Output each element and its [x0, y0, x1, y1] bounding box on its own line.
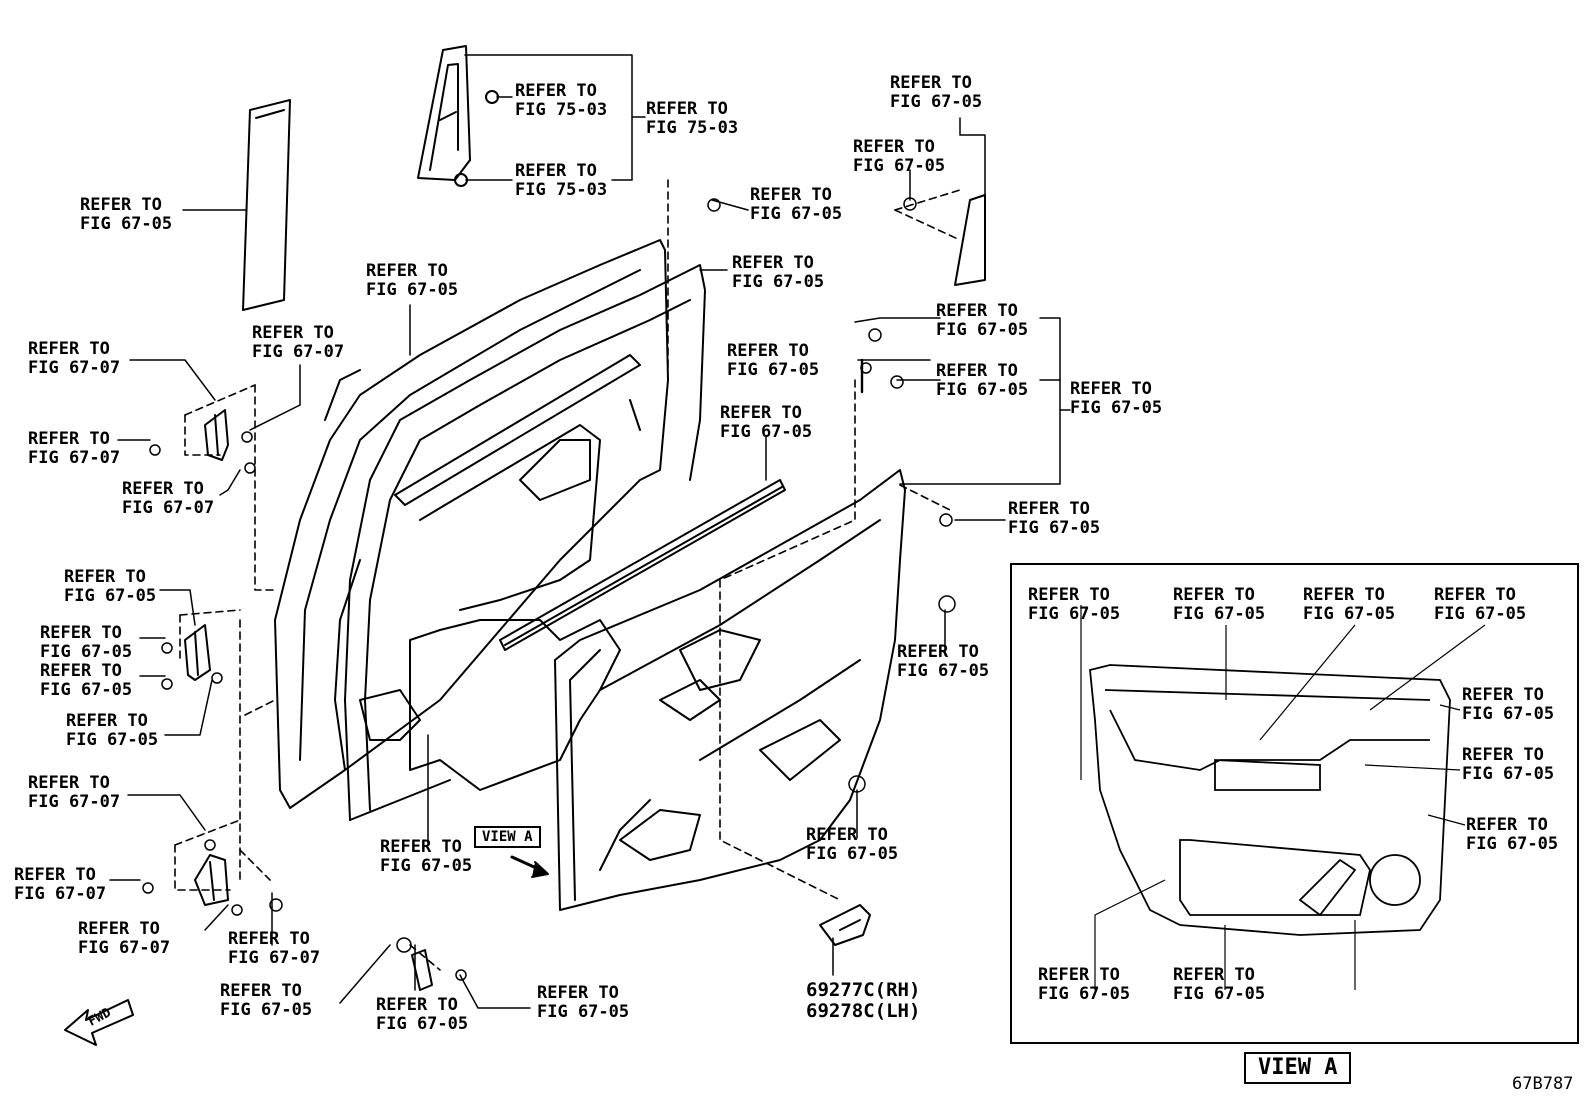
rear-corner-garnish: [954, 194, 986, 286]
belt-weatherstrip: [499, 479, 786, 651]
view-a-label-small: VIEW A: [474, 826, 541, 848]
window-run: [394, 354, 641, 506]
fwd-arrow-icon: [64, 999, 134, 1046]
pocket-bracket-69277C: [819, 904, 871, 946]
door-inner-frame: [344, 264, 706, 821]
garnish-clip-lower: [454, 173, 468, 187]
view-a-inset-frame: [1010, 563, 1579, 1044]
door-pocket: [619, 809, 701, 861]
garnish-clip-upper: [485, 90, 499, 104]
window-frame-garnish: [417, 45, 471, 181]
figure-code: 67B787: [1512, 1074, 1574, 1094]
door-trim-panel: [554, 469, 906, 911]
pillar-garnish-strip: [242, 99, 291, 311]
middle-hinge: [184, 624, 211, 681]
door-shell: [274, 239, 669, 809]
part-number-block: 69277C(RH) 69278C(LH): [806, 980, 920, 1022]
view-a-inset-art: [1080, 605, 1486, 990]
service-hole-cover: [409, 619, 621, 791]
lower-hinge: [194, 854, 229, 906]
upper-hinge: [204, 409, 229, 461]
part-number-lh: 69278C(LH): [806, 1000, 921, 1022]
switch-base: [659, 679, 721, 721]
inset-armrest: [1179, 839, 1371, 916]
inset-handle: [1214, 759, 1321, 791]
view-a-label-large: VIEW A: [1244, 1052, 1352, 1084]
view-a-arrowhead-icon: [531, 861, 549, 878]
part-number-rh: 69277C(RH): [806, 979, 921, 1001]
inset-speaker: [1369, 854, 1421, 906]
lower-bracket: [411, 949, 433, 991]
door-pull-handle: [679, 629, 761, 691]
